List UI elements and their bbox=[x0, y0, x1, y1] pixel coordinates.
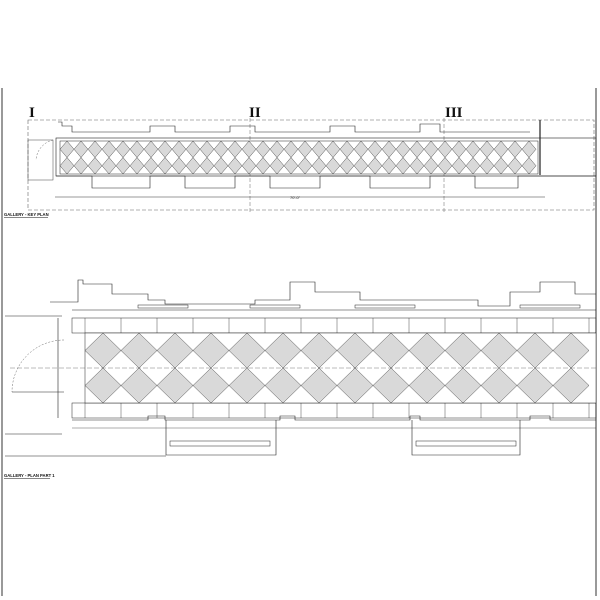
south-bay-1 bbox=[165, 420, 277, 456]
plan-gray-tile bbox=[192, 367, 230, 404]
key-plan-gray-tile bbox=[87, 157, 103, 175]
plan-gray-tile bbox=[408, 367, 446, 404]
plan-gray-tile bbox=[372, 367, 410, 404]
section-marker-ii: II bbox=[249, 105, 261, 121]
key-plan-title: GALLERY - KEY PLAN bbox=[4, 212, 49, 217]
key-plan-gray-tile bbox=[227, 157, 243, 175]
key-plan-gray-tile bbox=[367, 157, 383, 175]
key-plan-gray-tile bbox=[479, 157, 495, 175]
key-plan-gray-tile bbox=[283, 157, 299, 175]
window-north-3 bbox=[354, 304, 416, 309]
key-plan-tile-band bbox=[59, 140, 539, 175]
key-plan-gray-tile bbox=[115, 157, 131, 175]
key-plan-gray-tile bbox=[521, 157, 537, 175]
key-plan-gray-tile bbox=[493, 157, 509, 175]
key-plan-gray-tile bbox=[353, 157, 369, 175]
section-marker-i: I bbox=[29, 105, 35, 121]
window-north-2 bbox=[249, 304, 301, 309]
plan-part-1-title: GALLERY - PLAN PART 1 bbox=[4, 473, 55, 478]
north-wall-profile bbox=[50, 279, 596, 307]
key-plan-gray-tile bbox=[157, 157, 173, 175]
key-plan-gray-tile bbox=[297, 157, 313, 175]
key-plan-gray-tile bbox=[311, 157, 327, 175]
key-plan-gray-tile bbox=[325, 157, 341, 175]
key-plan-gray-tile bbox=[451, 157, 467, 175]
key-plan-gray-tile bbox=[73, 157, 89, 175]
south-wall-face bbox=[72, 415, 596, 421]
south-window-2 bbox=[415, 440, 517, 447]
key-plan-gray-tile bbox=[507, 157, 523, 175]
key-plan-gray-tile bbox=[143, 157, 159, 175]
key-plan-outline bbox=[59, 140, 539, 175]
window-north-1 bbox=[137, 304, 189, 309]
south-bay-2 bbox=[411, 420, 521, 456]
key-plan-door-swing bbox=[35, 139, 54, 161]
window-north-4 bbox=[519, 304, 581, 309]
plan-gray-tile bbox=[516, 367, 554, 404]
plan-gray-tile bbox=[120, 367, 158, 404]
key-plan-gray-tile bbox=[409, 157, 425, 175]
diamond-tile-band bbox=[84, 332, 597, 404]
key-plan-gray-tile bbox=[171, 157, 187, 175]
key-plan-gray-tile bbox=[465, 157, 481, 175]
key-plan-gray-tile bbox=[423, 157, 439, 175]
overall-dimension-label: 70'-0" bbox=[290, 195, 301, 200]
plan-gray-tile bbox=[552, 367, 590, 404]
plan-gray-tile bbox=[336, 367, 374, 404]
plan-gray-tile bbox=[300, 367, 338, 404]
key-plan-south-wall bbox=[56, 175, 596, 189]
plan-gray-tile bbox=[228, 367, 266, 404]
key-plan-gray-tile bbox=[437, 157, 453, 175]
section-marker-iii: III bbox=[445, 105, 463, 121]
key-plan-gray-tile bbox=[59, 157, 75, 175]
plan-gray-tile bbox=[156, 367, 194, 404]
south-window-1 bbox=[169, 440, 271, 447]
key-plan-gray-tile bbox=[395, 157, 411, 175]
key-plan-gray-tile bbox=[129, 157, 145, 175]
paver-joints bbox=[84, 318, 590, 418]
plan-gray-tile bbox=[444, 367, 482, 404]
key-plan-gray-tile bbox=[185, 157, 201, 175]
plan-gray-tile bbox=[264, 367, 302, 404]
key-plan-gray-tile bbox=[381, 157, 397, 175]
key-plan-north-wall bbox=[58, 121, 530, 133]
key-plan-gray-tile bbox=[101, 157, 117, 175]
door-swing-arc bbox=[11, 339, 65, 393]
key-plan-gray-tile bbox=[339, 157, 355, 175]
plan-part-1: GALLERY - PLAN PART 1 bbox=[4, 279, 597, 479]
key-plan-door-alcove bbox=[27, 139, 54, 181]
plan-gray-tile bbox=[84, 367, 122, 404]
key-plan-gray-tile bbox=[269, 157, 285, 175]
plan-gray-tile bbox=[480, 367, 518, 404]
north-paver-row bbox=[71, 317, 597, 334]
key-plan-gray-tile bbox=[213, 157, 229, 175]
key-plan-gray-tile bbox=[255, 157, 271, 175]
key-plan: I II III 70'-0" GALLERY - KEY PLAN bbox=[4, 105, 597, 218]
key-plan-gray-tile bbox=[199, 157, 215, 175]
key-plan-gray-tile bbox=[241, 157, 257, 175]
